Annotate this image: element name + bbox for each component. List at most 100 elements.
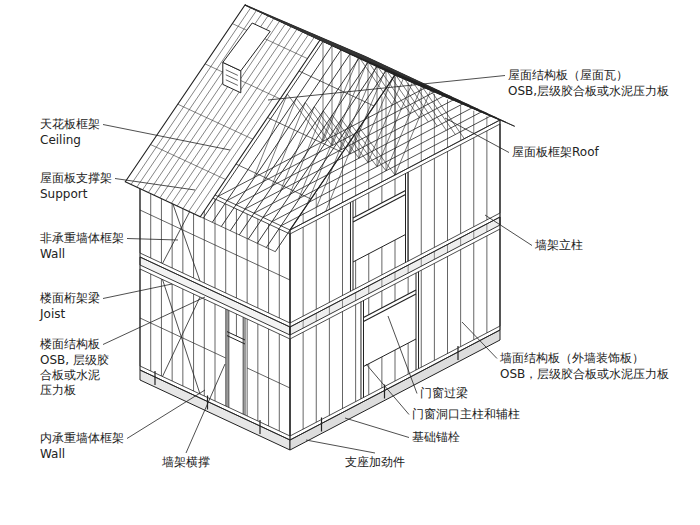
wall-blocking: [161, 328, 172, 333]
door-jamb: [227, 310, 228, 407]
roof-truss: [323, 41, 324, 141]
part-label: OSB,层级胶合板或水泥压力板: [508, 84, 669, 99]
vent-face: [223, 23, 270, 71]
joist-end: [368, 286, 369, 294]
part-label: 墙架立柱: [535, 238, 583, 253]
vent-louver: [226, 70, 238, 76]
joist-end: [316, 313, 317, 321]
part-label: Support: [40, 187, 87, 202]
wall-blocking: [258, 373, 269, 378]
wall-blocking: [269, 270, 280, 275]
wall-stud: [434, 263, 435, 360]
roof-truss: [332, 46, 333, 146]
cripple-stud: [236, 314, 237, 336]
wall-blocking: [204, 348, 215, 353]
wall-blocking: [183, 230, 194, 235]
wall-blocking: [194, 235, 205, 240]
cripple-stud: [368, 364, 369, 395]
part-label: 非承重墙体框架: [40, 231, 124, 246]
wall-stud: [447, 257, 448, 354]
leader-line: [103, 125, 230, 151]
part-label: 楼面桁架梁: [40, 291, 100, 306]
wall-stud: [486, 131, 487, 220]
wall-stud: [303, 332, 304, 429]
part-label: 压力板: [40, 383, 76, 398]
leader-line: [127, 390, 205, 439]
window-sill: [364, 339, 417, 367]
wall-blocking: [279, 275, 290, 280]
part-label: 屋面板支撑架: [40, 171, 112, 186]
wall-stud: [473, 243, 474, 340]
roof-tile-line: [166, 24, 286, 201]
roof-tile-line: [312, 34, 387, 69]
wall-stud: [279, 229, 280, 318]
door-jamb: [228, 310, 229, 407]
wall-stud: [460, 250, 461, 347]
roof-vent: [223, 23, 270, 93]
part-label: 合板或水泥: [40, 368, 100, 383]
joist-end: [329, 306, 330, 314]
wall-brace: [163, 297, 201, 377]
foundation: [290, 330, 500, 450]
roof-tile-line: [258, 10, 333, 45]
cripple-stud: [368, 254, 369, 282]
wall-stud: [316, 220, 317, 309]
gable-stud: [381, 96, 382, 182]
roof-truss: [296, 98, 332, 145]
door-jamb: [243, 317, 244, 414]
wall-blocking: [183, 338, 194, 343]
leader-line: [485, 215, 532, 246]
roof-tile-line: [285, 22, 360, 57]
wall-stud: [247, 319, 248, 416]
leader-line: [115, 179, 195, 191]
wall-blocking: [161, 220, 172, 225]
roof-batten: [299, 71, 374, 106]
wall-stud: [473, 138, 474, 227]
cripple-stud: [395, 240, 396, 268]
part-label: 墙架横撑: [162, 455, 210, 470]
window-jamb: [408, 172, 409, 261]
roof-truss: [287, 94, 323, 141]
leader-line: [445, 118, 509, 153]
wall-blocking: [151, 215, 162, 220]
window-jamb: [363, 301, 364, 398]
door-jamb: [245, 318, 246, 415]
wall-blocking: [140, 210, 151, 215]
part-label: 墙面结构板（外墙装饰板）: [500, 351, 644, 366]
wall-blocking: [140, 318, 151, 323]
part-label: 基础锚栓: [412, 430, 460, 445]
joist-end: [342, 300, 343, 308]
cripple-stud: [381, 291, 382, 308]
window-jamb: [353, 201, 354, 290]
window-header: [364, 290, 417, 318]
window-header: [353, 191, 406, 219]
joist-end: [473, 231, 474, 239]
wall-blocking: [258, 265, 269, 270]
wall-blocking: [236, 255, 247, 260]
gable-stud: [473, 111, 474, 134]
leader-line: [306, 440, 375, 453]
cripple-stud: [368, 193, 369, 210]
window-jamb: [360, 302, 361, 399]
joist-end: [395, 272, 396, 280]
wall-blocking: [247, 368, 258, 373]
wall-stud: [342, 312, 343, 409]
leader-line: [268, 76, 505, 101]
part-label: 屋面结构板（屋面瓦）: [508, 68, 628, 83]
vent-louvers: [226, 70, 238, 86]
cripple-stud: [408, 277, 409, 294]
wall-stud: [447, 152, 448, 241]
roof-batten: [200, 217, 275, 252]
wall-stud: [460, 145, 461, 234]
roof-tile-line: [131, 8, 251, 185]
wall-blocking: [204, 240, 215, 245]
joist-end: [447, 245, 448, 253]
roof-batten: [236, 164, 311, 199]
part-label: 门窗过梁: [420, 386, 468, 401]
wall-plate: [290, 213, 500, 323]
wall-plate: [290, 229, 500, 339]
roof-tile-line: [178, 104, 253, 139]
part-label: 门窗洞口主柱和辅柱: [412, 407, 520, 422]
wall-stud: [303, 227, 304, 316]
window-jamb: [418, 272, 419, 369]
